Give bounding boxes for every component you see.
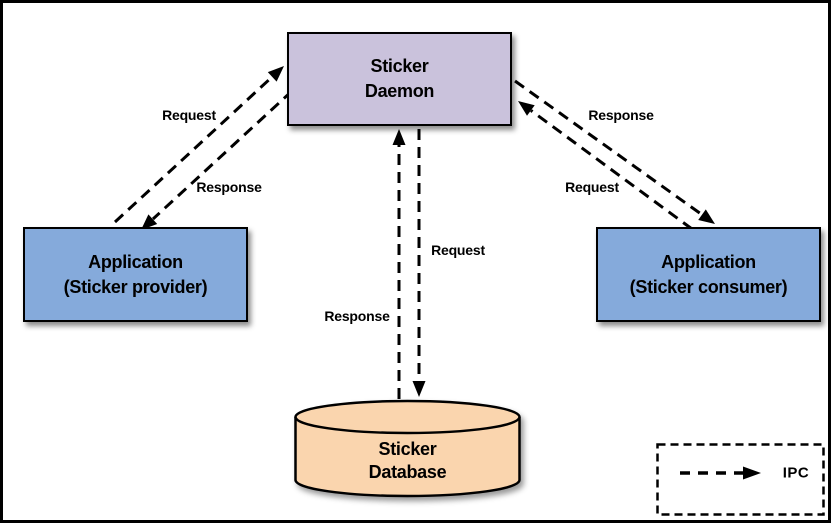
node-consumer-line1: Application [661, 251, 756, 272]
edge-database-response-arrowhead [392, 129, 406, 145]
node-database-line2: Database [368, 462, 447, 482]
node-provider-line1: Application [88, 251, 183, 272]
node-database-line1: Sticker [378, 439, 437, 459]
edge-provider-response-arrowhead [141, 214, 158, 230]
node-application-sticker-provider: Application (Sticker provider) [23, 227, 248, 322]
database-cylinder-body [294, 417, 521, 498]
edge-consumer-response-line [514, 79, 703, 216]
legend-arrowhead-icon [743, 466, 761, 480]
edge-consumer-request-arrowhead [518, 101, 535, 116]
edge-label-provider-response: Response [196, 179, 262, 195]
node-sticker-daemon-line2: Daemon [364, 81, 435, 101]
edge-label-database-request: Request [431, 242, 485, 258]
edge-provider-response-line [151, 89, 294, 221]
node-sticker-daemon-line1: Sticker [370, 56, 429, 76]
database-cylinder-top [294, 399, 521, 435]
node-consumer-line2: (Sticker consumer) [629, 276, 788, 297]
edge-consumer-response-arrowhead [698, 209, 715, 224]
edge-label-consumer-response: Response [588, 107, 654, 123]
node-sticker-daemon: Sticker Daemon [287, 32, 512, 126]
edge-label-consumer-request: Request [565, 179, 619, 195]
edge-label-database-response: Response [324, 308, 390, 324]
legend-border [656, 443, 825, 516]
node-sticker-database-label: Sticker Database [295, 431, 520, 491]
connector-layer [113, 66, 825, 516]
edge-label-provider-request: Request [162, 107, 216, 123]
node-application-sticker-consumer: Application (Sticker consumer) [596, 227, 821, 322]
node-provider-line2: (Sticker provider) [63, 276, 208, 297]
edge-database-request-arrowhead [412, 381, 426, 397]
legend-ipc-label: IPC [782, 464, 810, 482]
legend [656, 443, 825, 516]
edge-consumer-request-line [530, 109, 693, 231]
edge-provider-request-arrowhead [267, 66, 284, 82]
connectors [113, 66, 715, 399]
database-cylinder-icon [294, 399, 521, 498]
edge-provider-request-line [113, 75, 274, 224]
